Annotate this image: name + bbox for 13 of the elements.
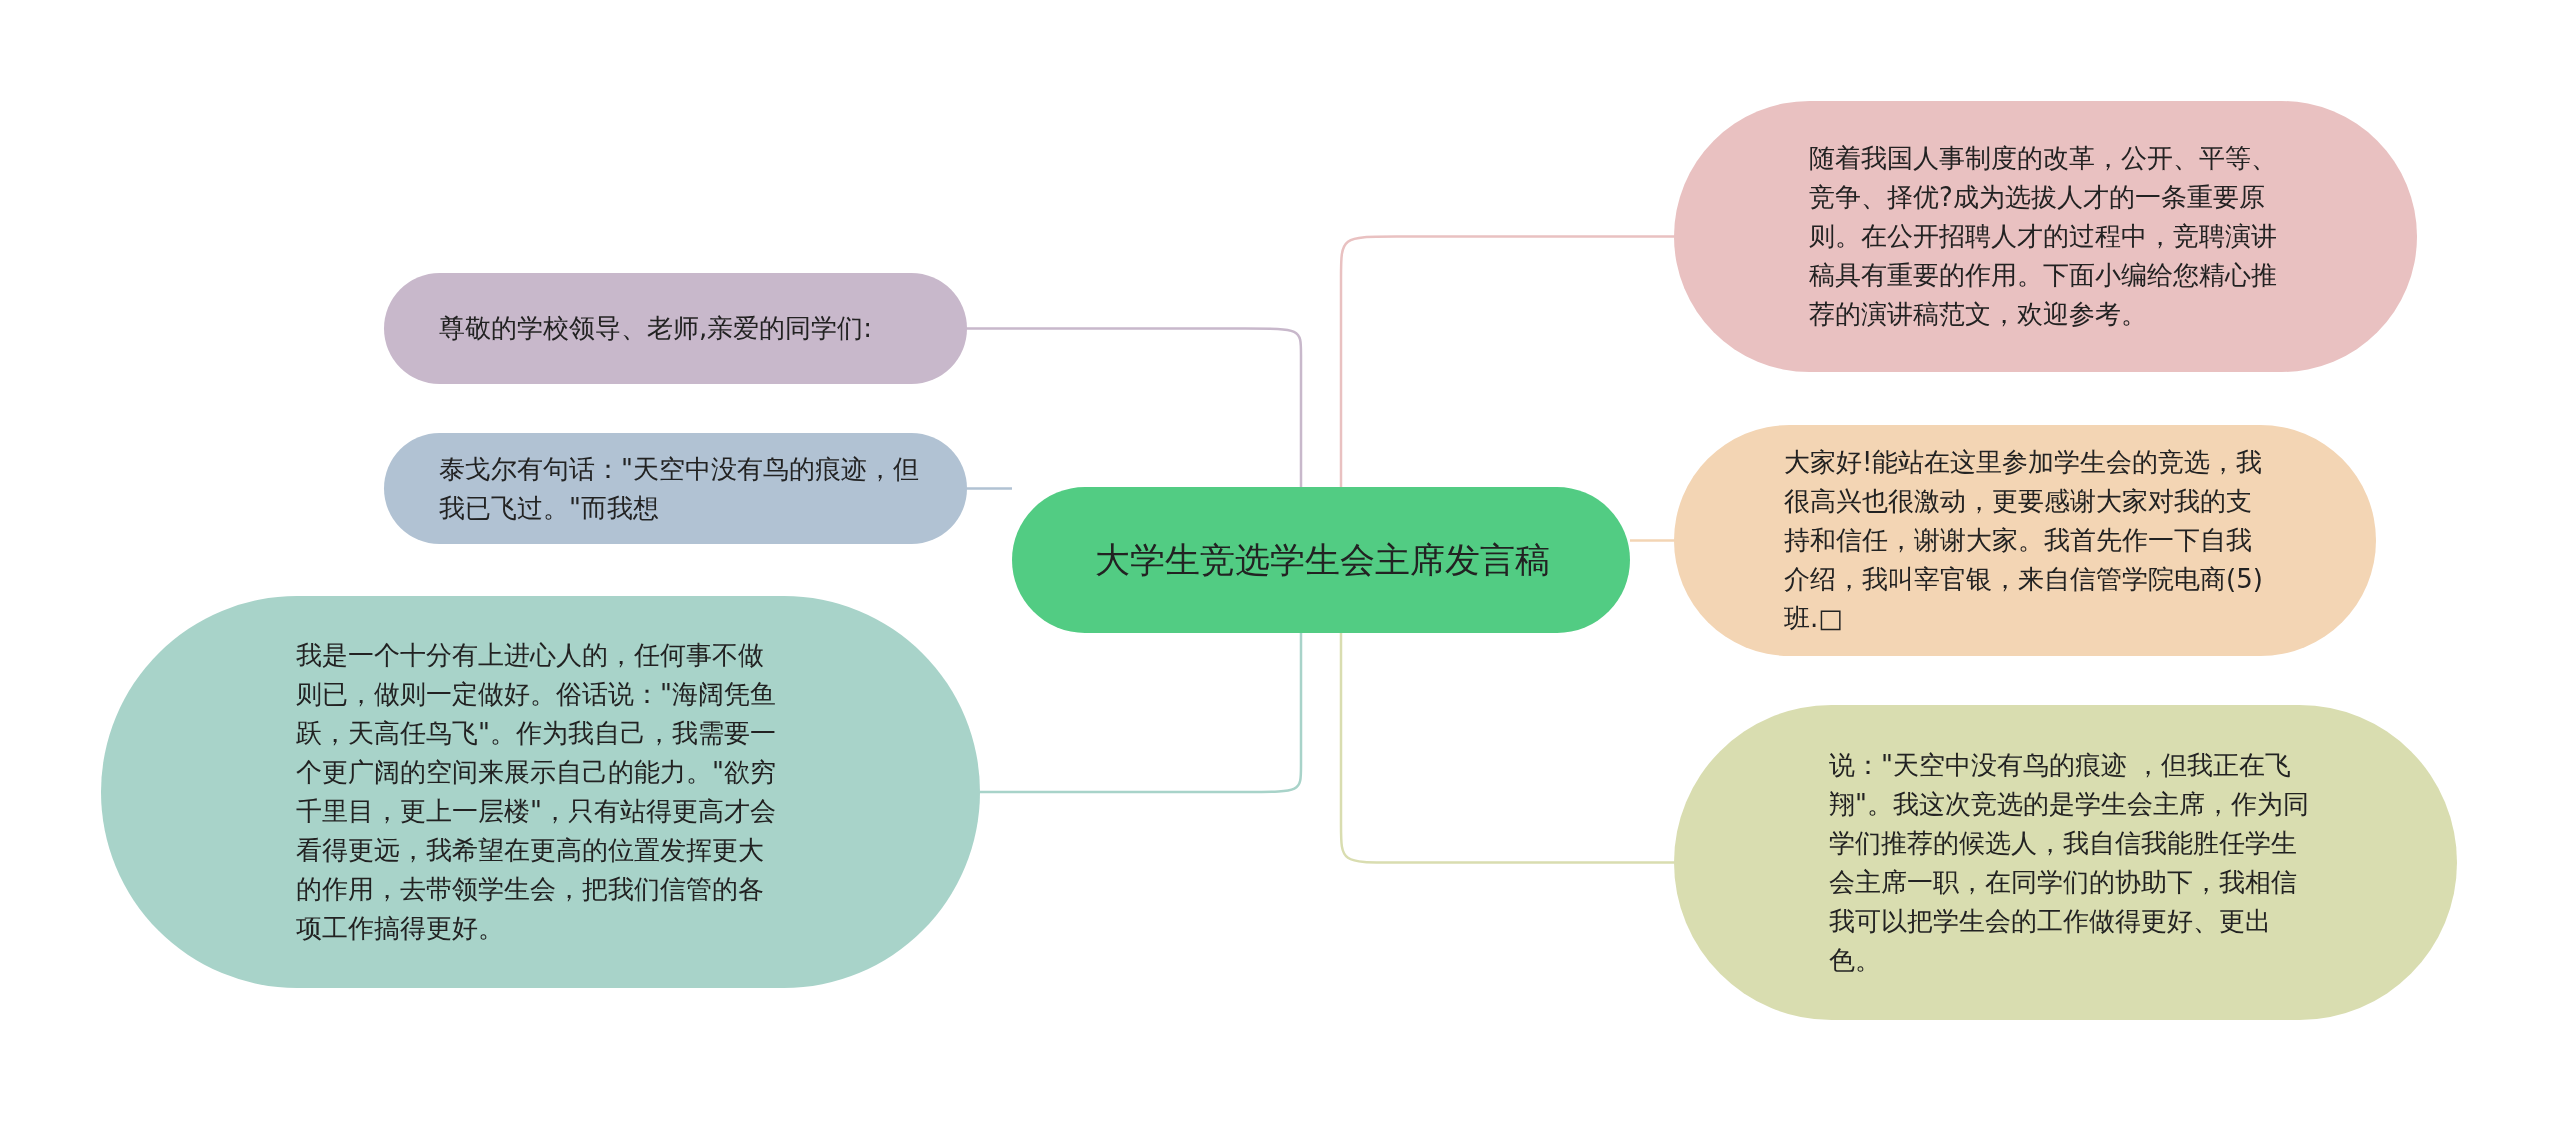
connector-line	[967, 327, 1303, 487]
connector-line	[1339, 235, 1674, 487]
topic-text: 随着我国人事制度的改革，公开、平等、竞争、择优?成为选拔人才的一条重要原则。在公开招聘人才的过程中，竞聘演讲稿具有重要的作用。下面小编给您精心推荐的演讲稿范文，欢迎参考。	[1809, 142, 2278, 331]
connector-line	[1630, 539, 1674, 542]
connector-line	[980, 633, 1303, 794]
central-topic-text: 大学生竞选学生会主席发言稿	[1093, 539, 1551, 582]
topic-text: 我是一个十分有上进心人的，任何事不做则已，做则一定做好。俗话说："海阔凭鱼跃，天高任鸟飞"。作为我自己，我需要一个更广阔的空间来展示自己的能力。"欲穷千里目，更上一层楼"，只有站得更高才会看得更远，我希望在更高的位置发挥更大的作用，去带领学生会，把我们信管的各项工作搞得更好。	[296, 639, 776, 945]
topic-text: 大家好!能站在这里参加学生会的竞选，我很高兴也很激动，更要感谢大家对我的支持和信任，谢谢大家。我首先作一下自我介绍，我叫宰官银，来自信管学院电商(5)班.□	[1784, 446, 2264, 635]
topic-text: 说："天空中没有鸟的痕迹 ，但我正在飞翔"。我这次竞选的是学生会主席，作为同学们推荐的候选人，我自信我能胜任学生会主席一职，在同学们的协助下，我相信我可以把学生会的工作做得更好、更出色。	[1829, 748, 2310, 977]
topic-text: 泰戈尔有句话："天空中没有鸟的痕迹，但我已飞过。"而我想	[439, 452, 919, 525]
topic-text: 尊敬的学校领导、老师,亲爱的同学们:	[439, 312, 874, 345]
connector-line	[1339, 633, 1674, 864]
connector-line	[967, 487, 1012, 490]
